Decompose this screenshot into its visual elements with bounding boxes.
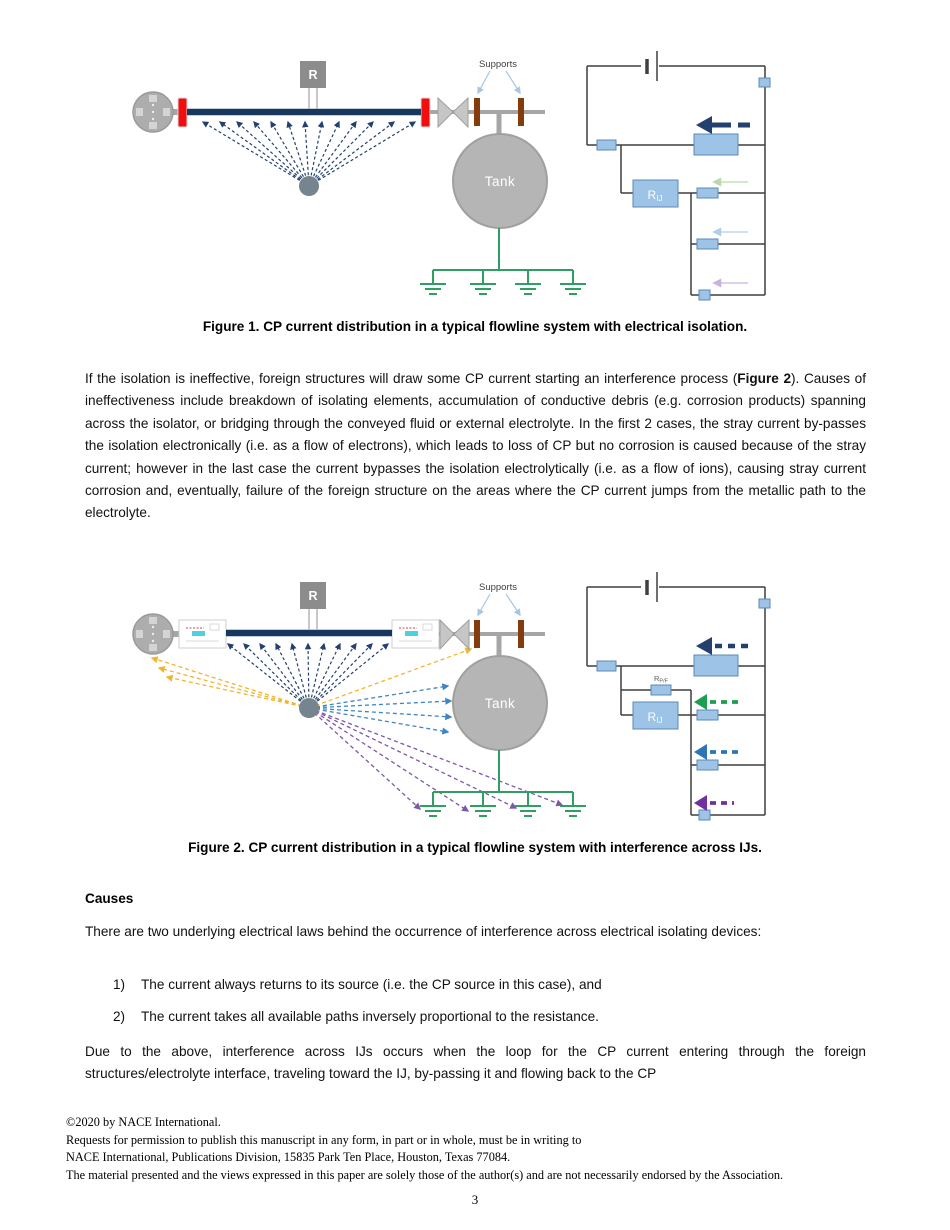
circuit-current-arrows	[694, 637, 752, 811]
bridged-ij-right	[391, 619, 440, 649]
list-marker: 1)	[113, 977, 126, 992]
para1-after: ). Causes of ineffectiveness include bre…	[85, 371, 867, 521]
rectifier-label: R	[308, 68, 317, 82]
equivalent-circuit	[586, 572, 766, 816]
svg-text:RIJ: RIJ	[648, 188, 663, 203]
list-text: The current always returns to its source…	[141, 977, 602, 992]
footer-line-address: NACE International, Publications Divisio…	[66, 1150, 511, 1165]
figure1-caption: Figure 1. CP current distribution in a t…	[202, 319, 748, 334]
equivalent-circuit	[586, 51, 766, 296]
valve	[430, 96, 545, 129]
rij-resistor: RIJ	[632, 701, 679, 730]
supports-label: Supports	[479, 582, 517, 593]
footer-line-permission: Requests for permission to publish this …	[66, 1132, 582, 1147]
para1-before: If the isolation is ineffective, foreign…	[85, 371, 738, 386]
footer-notice: ©2020 by NACE International. Requests fo…	[66, 1114, 886, 1184]
list-item-2: 2) The current takes all available paths…	[113, 1009, 866, 1024]
valve	[439, 618, 545, 651]
rij-resistor: RIJ	[632, 179, 679, 208]
tank: Tank	[452, 634, 548, 751]
wellhead	[132, 91, 183, 133]
paragraph-isolation-ineffective: If the isolation is ineffective, foreign…	[85, 368, 866, 525]
tank-label: Tank	[485, 174, 516, 189]
tank-label: Tank	[485, 696, 516, 711]
figure1-diagram: R Supports Tank	[132, 51, 771, 301]
supports-label: Supports	[479, 59, 517, 70]
cp-current-arrows	[226, 642, 390, 709]
pipe-supports: Supports	[474, 582, 524, 648]
para1-figure2-ref: Figure 2	[737, 371, 792, 386]
rectifier: R	[300, 582, 326, 630]
isolation-joint-right	[420, 97, 431, 128]
list-item-1: 1) The current always returns to its sou…	[113, 977, 866, 992]
footer-line-copyright: ©2020 by NACE International.	[66, 1115, 221, 1129]
paragraph-due-to-above: Due to the above, interference across IJ…	[85, 1044, 866, 1082]
grounding-grid	[420, 750, 586, 817]
wellhead	[132, 613, 181, 655]
circuit-faint-arrows	[712, 177, 748, 288]
rectifier-label: R	[308, 589, 317, 603]
circuit-resistors	[596, 598, 771, 821]
figure2-caption: Figure 2. CP current distribution in a t…	[188, 840, 762, 855]
figure2-diagram: R Supports Tank	[132, 572, 771, 821]
rpf-resistor-label: RP/F	[654, 674, 669, 685]
list-marker: 2)	[113, 1009, 126, 1024]
list-text: The current takes all available paths in…	[141, 1009, 599, 1024]
stray-current-arrows-yellow	[150, 647, 473, 709]
anode	[299, 698, 319, 718]
circuit-current-arrow-main	[696, 116, 750, 134]
grounding-grid	[420, 228, 586, 295]
paragraph-two-laws: There are two underlying electrical laws…	[85, 924, 762, 939]
isolation-joint-left	[177, 97, 188, 128]
circuit-resistors	[596, 77, 771, 301]
footer-line-disclaimer: The material presented and the views exp…	[66, 1167, 784, 1182]
rectifier: R	[300, 61, 326, 109]
causes-heading: Causes	[85, 891, 134, 906]
cp-current-arrows	[201, 120, 417, 187]
anode	[299, 176, 319, 196]
tank: Tank	[452, 112, 548, 229]
page-number: 3	[471, 1192, 479, 1207]
bridged-ij-left	[178, 619, 227, 649]
pipe-supports: Supports	[474, 59, 524, 126]
stray-current-arrows-blue	[308, 683, 453, 735]
svg-text:RIJ: RIJ	[648, 710, 663, 725]
